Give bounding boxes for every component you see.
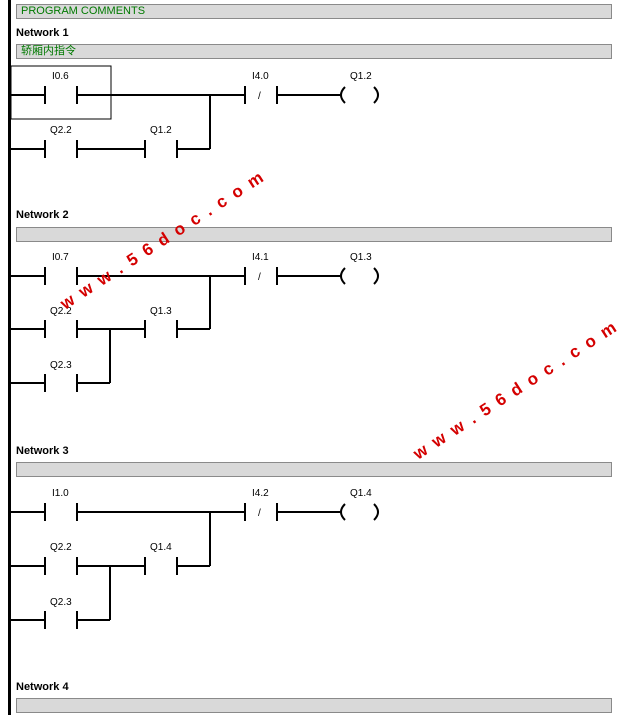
nc-symbol: / xyxy=(258,272,261,283)
contact-q2-3[interactable]: Q2.3 xyxy=(11,360,78,392)
contact-label: Q2.2 xyxy=(50,125,72,136)
contact-label: Q2.3 xyxy=(50,360,72,371)
contact-label: Q2.2 xyxy=(50,306,72,317)
network-4-comment-bar[interactable] xyxy=(16,698,612,713)
contact-label: Q1.3 xyxy=(150,306,172,317)
nc-symbol: / xyxy=(258,508,261,519)
coil-label: Q1.4 xyxy=(350,488,372,499)
network-1-ladder: I0.6 / I4.0 Q1.2 Q2.2 Q1.2 xyxy=(10,65,379,158)
coil-q1-4[interactable]: Q1.4 xyxy=(340,488,379,521)
contact-label: Q1.2 xyxy=(150,125,172,136)
contact-label: I4.1 xyxy=(252,252,269,263)
coil-label: Q1.2 xyxy=(350,71,372,82)
contact-label: Q2.2 xyxy=(50,542,72,553)
contact-label: Q2.3 xyxy=(50,597,72,608)
contact-label: I0.7 xyxy=(52,252,69,263)
contact-label: I4.0 xyxy=(252,71,269,82)
network-3-ladder: I1.0 / I4.2 Q1.4 Q2.2 Q1.4 Q2.3 xyxy=(11,488,379,629)
contact-label: I0.6 xyxy=(52,71,69,82)
network-1-comment: 轿厢内指令 xyxy=(21,45,76,57)
coil-q1-3[interactable]: Q1.3 xyxy=(340,252,379,285)
network-2-title: Network 2 xyxy=(16,209,69,221)
network-1-title: Network 1 xyxy=(16,27,69,39)
coil-q1-2[interactable]: Q1.2 xyxy=(340,71,379,104)
contact-label: I4.2 xyxy=(252,488,269,499)
power-rail xyxy=(8,0,11,715)
watermark: w w w . 5 6 d o c . c o m xyxy=(56,167,268,314)
network-4-title: Network 4 xyxy=(16,681,69,693)
contact-label: I1.0 xyxy=(52,488,69,499)
network-2-ladder: I0.7 / I4.1 Q1.3 Q2.2 Q1.3 Q2.3 xyxy=(11,252,379,392)
contact-label: Q1.4 xyxy=(150,542,172,553)
selection-box xyxy=(10,65,112,120)
network-2-comment-bar[interactable] xyxy=(16,227,612,242)
network-3-title: Network 3 xyxy=(16,445,69,457)
watermark: w w w . 5 6 d o c . c o m xyxy=(409,317,621,464)
network-3-comment-bar[interactable] xyxy=(16,462,612,477)
coil-label: Q1.3 xyxy=(350,252,372,263)
nc-symbol: / xyxy=(258,91,261,102)
program-comments-label: PROGRAM COMMENTS xyxy=(21,5,146,17)
program-comments-bar[interactable]: PROGRAM COMMENTS xyxy=(16,4,612,19)
network-1-comment-bar[interactable]: 轿厢内指令 xyxy=(16,44,612,59)
